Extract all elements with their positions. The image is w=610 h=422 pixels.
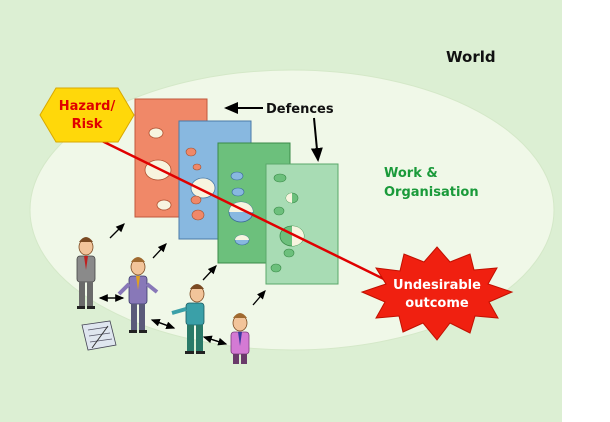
world-label: World — [446, 48, 496, 66]
person-icon-4 — [230, 313, 250, 364]
undesirable-outcome-shape: Undesirable outcome — [360, 246, 514, 341]
blueprint-icon — [81, 320, 117, 351]
hazard-risk-shape: Hazard/ Risk — [39, 87, 135, 143]
defence-slice-4 — [265, 163, 339, 285]
hazard-label-line1: Hazard/ — [59, 99, 116, 114]
influence-arrows — [98, 223, 266, 346]
defences-label: Defences — [266, 102, 334, 117]
outcome-label-line1: Undesirable — [393, 278, 481, 293]
outcome-label-line2: outcome — [405, 296, 469, 311]
defences-arrow-down — [310, 117, 323, 162]
person-icon-3 — [171, 284, 205, 354]
organisation-label-line2: Organisation — [384, 185, 479, 200]
person-icon-1 — [76, 237, 96, 309]
hazard-label-line2: Risk — [72, 117, 103, 132]
person-icon-2 — [117, 257, 159, 333]
accident-trajectory — [99, 138, 393, 285]
organisation-label-line1: Work & — [384, 166, 438, 181]
right-margin — [562, 0, 610, 422]
